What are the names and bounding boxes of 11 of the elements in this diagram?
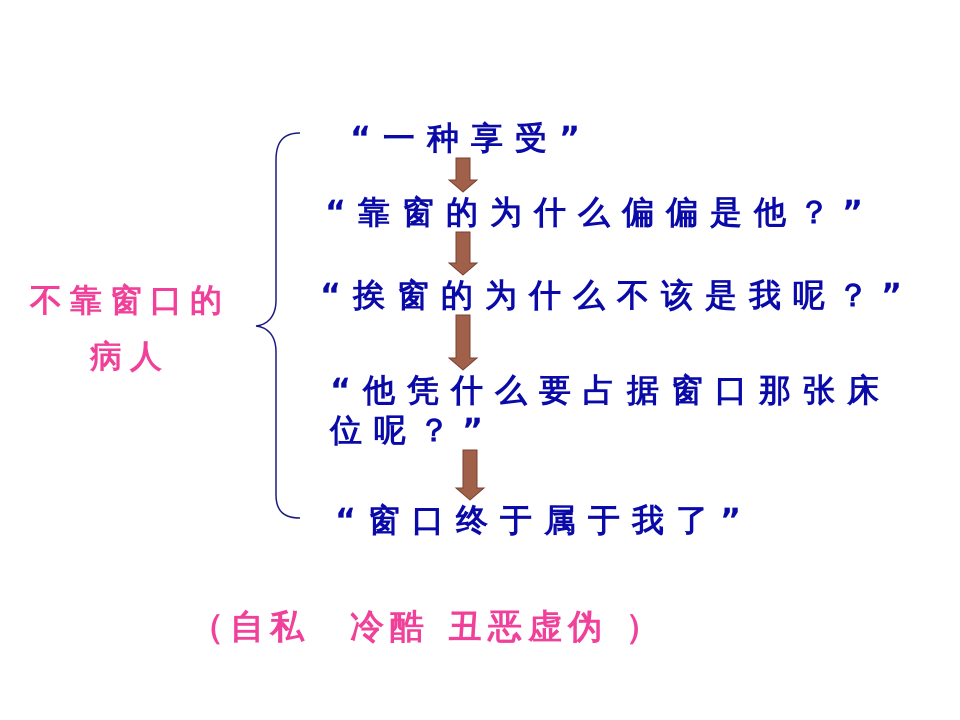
block-arrow bbox=[448, 158, 478, 193]
quote-text: “他凭什么要占据窗口那张床位呢？” bbox=[330, 370, 910, 450]
topic-text: 不靠窗口的病人 bbox=[30, 272, 230, 384]
quote-text: “挨窗的为什么不该是我呢？” bbox=[320, 275, 914, 315]
quote-text: “窗口终于属于我了” bbox=[335, 500, 754, 540]
block-arrow bbox=[454, 450, 486, 501]
block-arrow bbox=[448, 232, 478, 276]
quote-text: “靠窗的为什么偏偏是他？” bbox=[325, 192, 876, 232]
block-arrow bbox=[448, 314, 478, 371]
note-text: （自私 冷酷 丑恶虚伪 ） bbox=[190, 606, 666, 649]
quote-text: “一种享受” bbox=[350, 118, 592, 158]
